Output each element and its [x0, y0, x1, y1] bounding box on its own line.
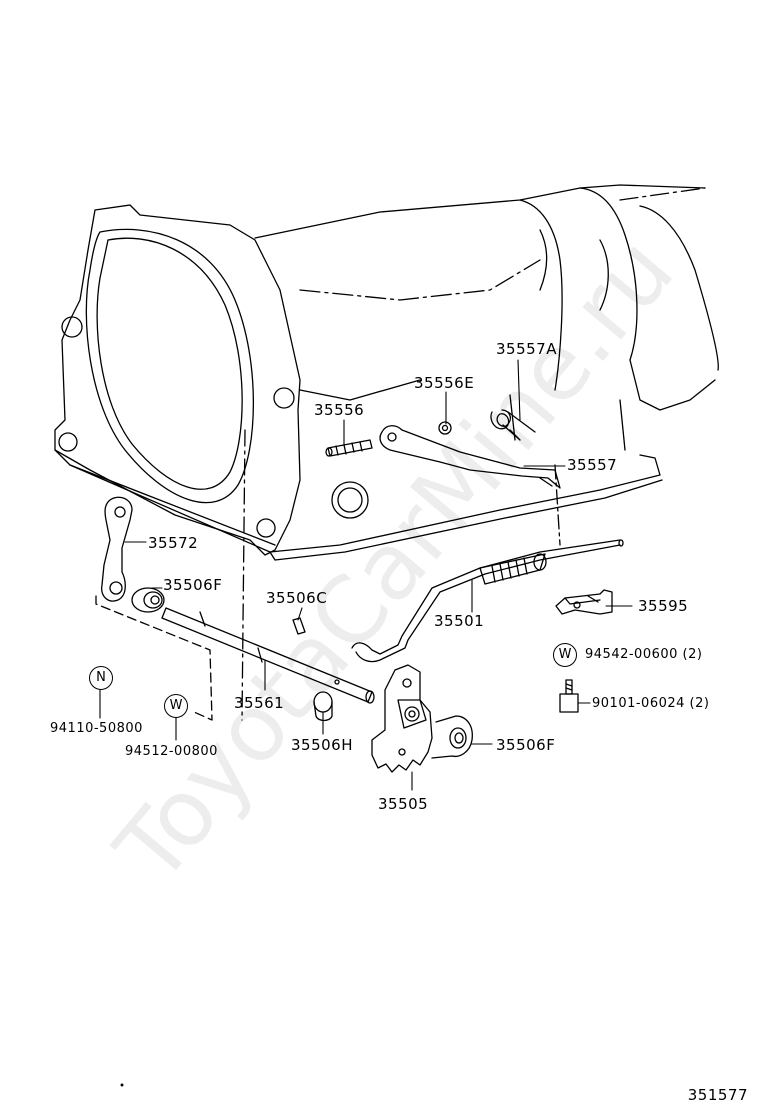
leader-lines	[99, 359, 633, 791]
label-94542-00600: 94542-00600 (2)	[585, 647, 703, 662]
label-94110-50800: 94110-50800	[50, 721, 143, 736]
part-35506F-right-bushing	[431, 715, 473, 759]
label-35556E: 35556E	[414, 374, 475, 392]
label-35557: 35557	[567, 456, 618, 474]
label-35506F-left: 35506F	[163, 576, 223, 594]
part-35561-shaft	[161, 607, 375, 704]
label-35595: 35595	[638, 597, 689, 615]
part-35557A-spring	[490, 409, 536, 441]
part-35595-bracket	[555, 589, 613, 615]
part-35506C-pin	[292, 617, 306, 635]
label-35557A: 35557A	[496, 340, 557, 358]
label-35506H: 35506H	[291, 736, 353, 754]
part-35506F-left-bushing	[131, 587, 165, 613]
assembly-bracket-line	[95, 595, 213, 721]
part-35572-lever	[101, 496, 133, 602]
label-35572: 35572	[148, 534, 199, 552]
label-90101-06024: 90101-06024 (2)	[592, 696, 710, 711]
part-35501-control-rod	[351, 539, 624, 663]
label-35501: 35501	[434, 612, 485, 630]
part-35556E-clip	[438, 421, 452, 435]
label-35506C: 35506C	[266, 589, 328, 607]
part-35556-pin	[325, 439, 373, 457]
diagram-reference-number: 351577	[687, 1086, 748, 1104]
transmission-housing	[54, 184, 719, 721]
part-35505-shift-lever	[371, 664, 433, 773]
washer-symbol-right: W	[553, 643, 577, 667]
stray-dot	[120, 1083, 124, 1087]
washer-symbol-left: W	[164, 694, 188, 718]
nut-symbol: N	[89, 666, 113, 690]
label-94512-00800: 94512-00800	[125, 744, 218, 759]
label-35506F-right: 35506F	[496, 736, 556, 754]
label-35505: 35505	[378, 795, 429, 813]
part-35557-detent-spring	[379, 425, 561, 489]
label-35561: 35561	[234, 694, 285, 712]
label-35556: 35556	[314, 401, 365, 419]
part-90101-bolt	[559, 679, 579, 713]
